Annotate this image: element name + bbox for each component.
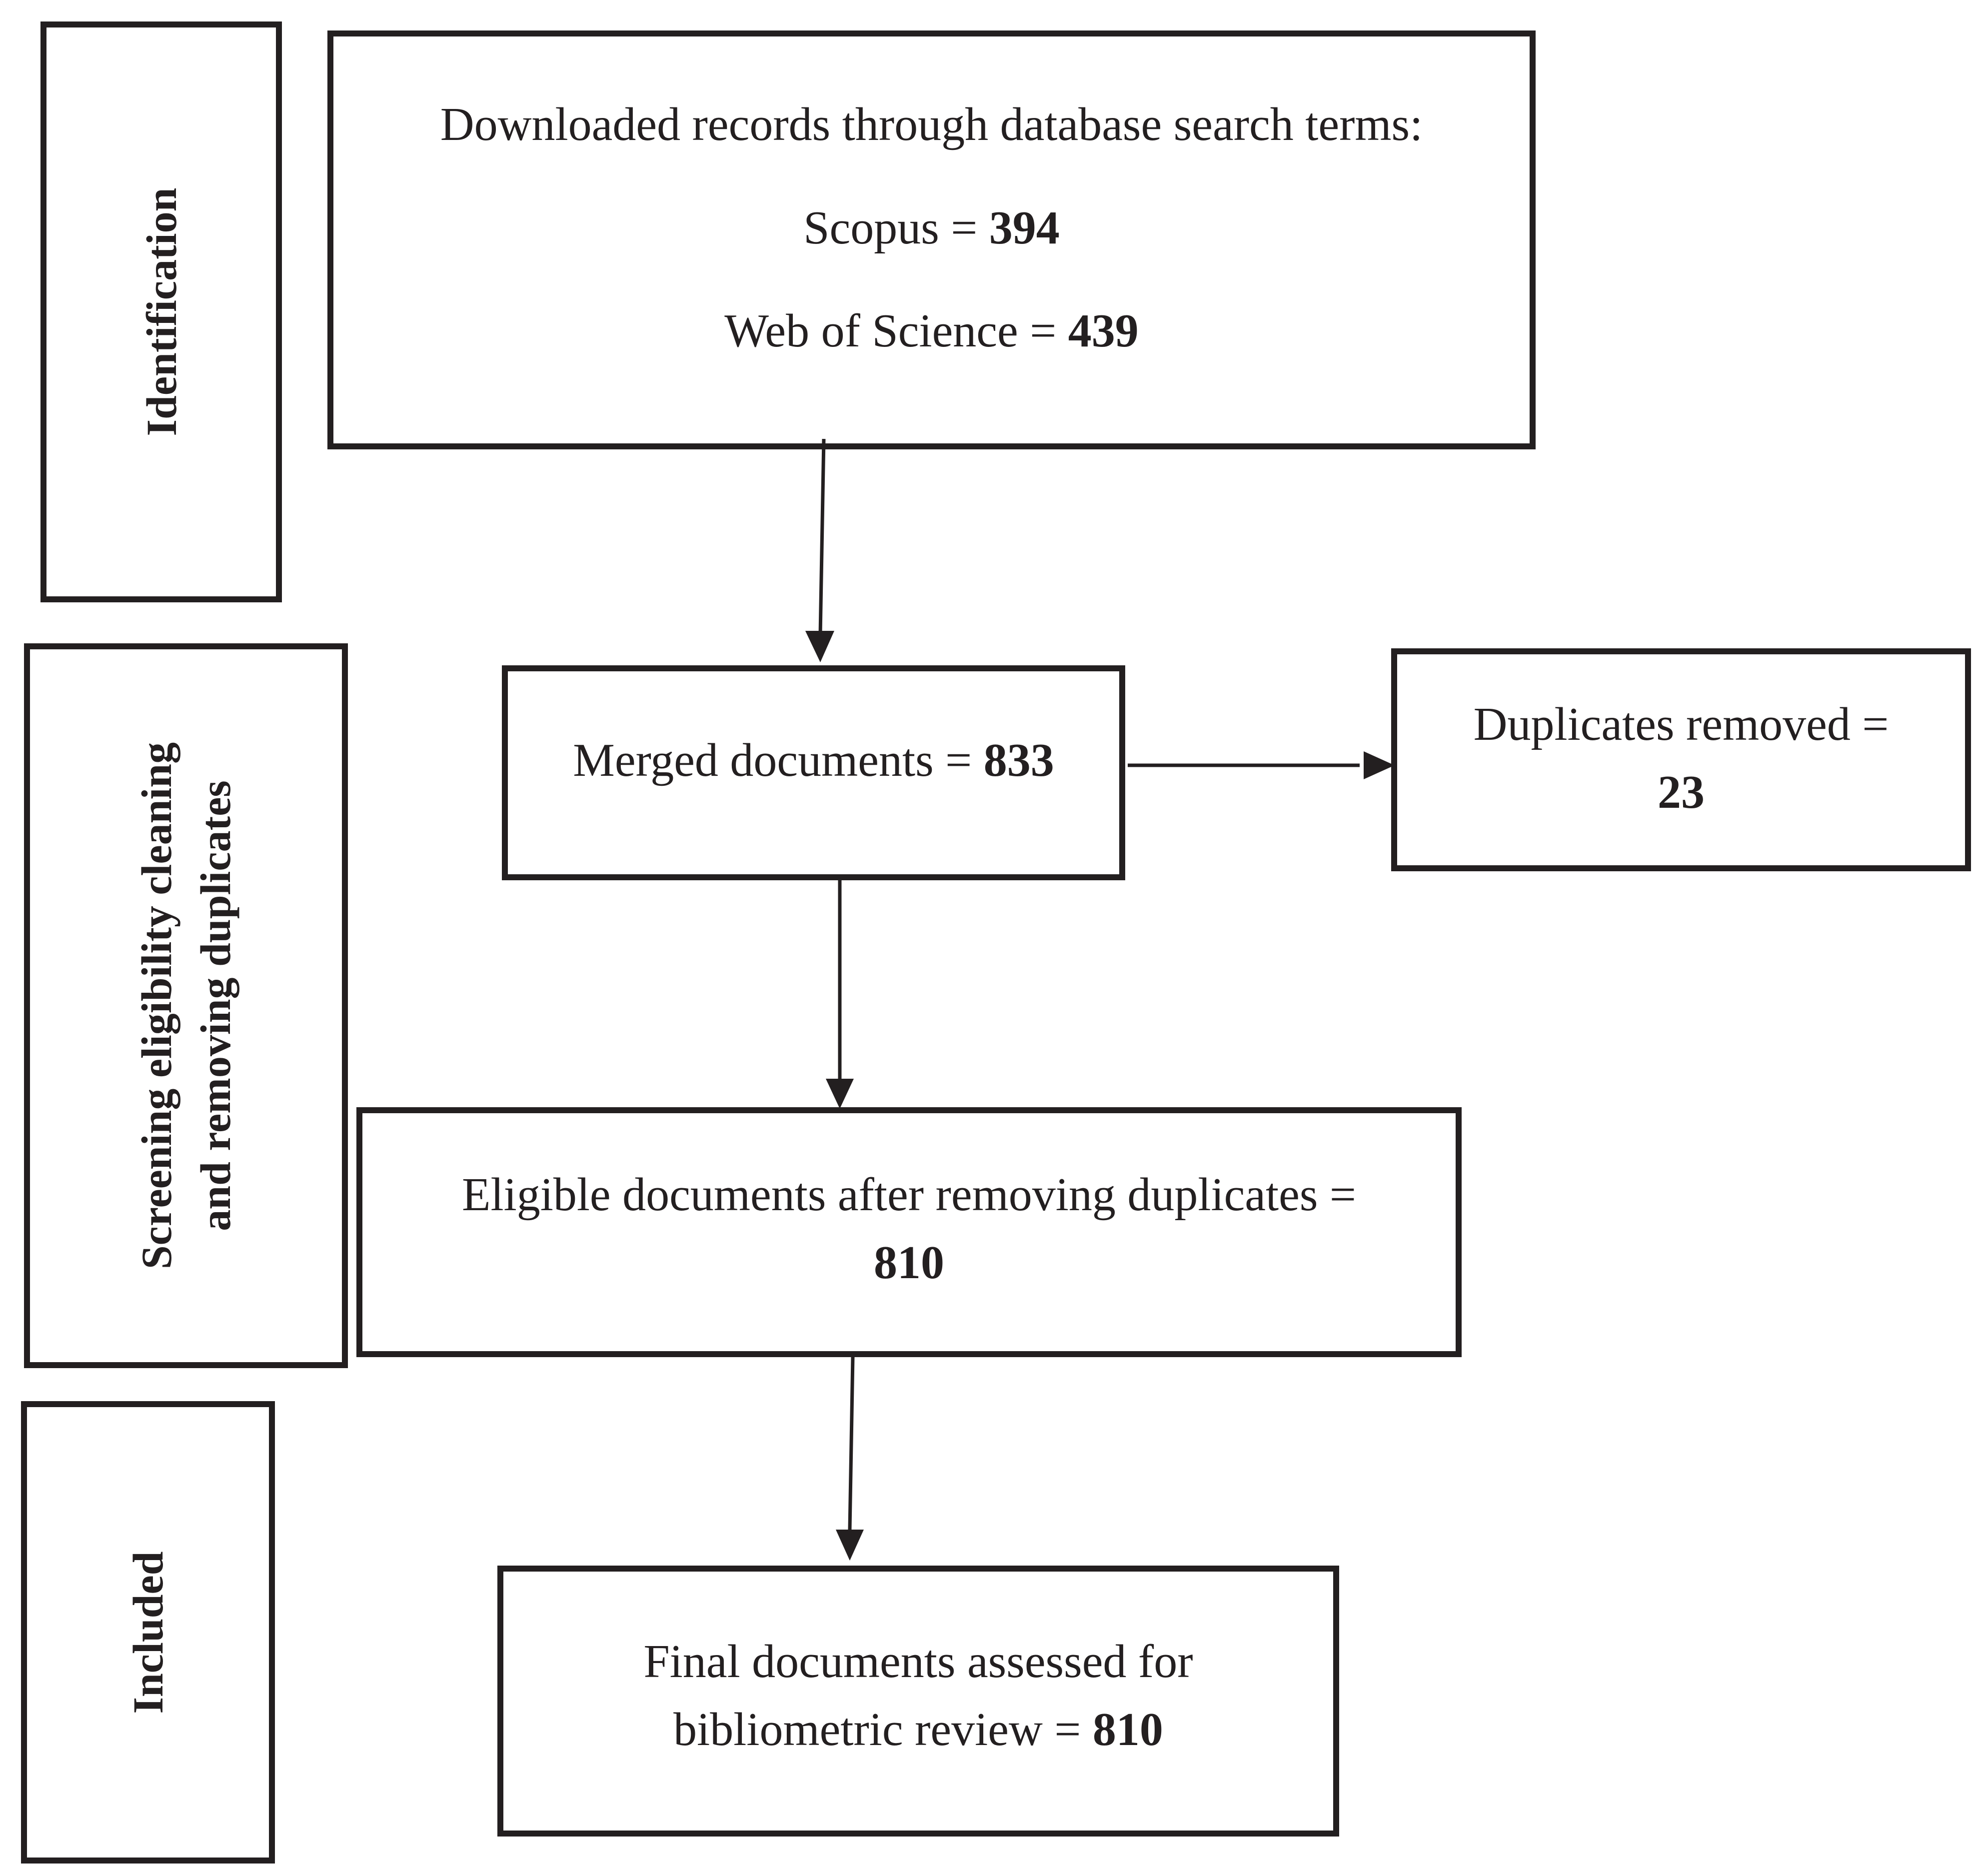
merged-count: 833	[983, 734, 1054, 786]
arrow-records-to-merged	[818, 438, 826, 635]
merged-box: Merged documents = 833	[502, 665, 1125, 880]
duplicates-count-line: 23	[1397, 758, 1965, 826]
records-box: Downloaded records through database sear…	[327, 30, 1536, 449]
eligible-count: 810	[874, 1237, 944, 1289]
arrowhead-merged-to-duplicates	[1364, 751, 1395, 779]
duplicates-label: Duplicates removed =	[1473, 698, 1889, 750]
stage-screening: Screening eligibility cleaning and remov…	[24, 643, 348, 1368]
final-line2: bibliometric review = 810	[503, 1696, 1333, 1764]
arrowhead-records-to-merged	[805, 631, 834, 662]
merged-line: Merged documents = 833	[508, 726, 1119, 794]
stage-included: Included	[21, 1401, 275, 1864]
arrow-eligible-to-final	[848, 1357, 855, 1530]
arrowhead-eligible-to-final	[836, 1530, 864, 1561]
eligible-label: Eligible documents after removing duplic…	[462, 1169, 1356, 1221]
eligible-count-line: 810	[362, 1229, 1456, 1297]
final-label: bibliometric review =	[673, 1704, 1093, 1756]
stage-identification: Identification	[40, 21, 282, 602]
scopus-line: Scopus = 394	[333, 194, 1530, 262]
scopus-label: Scopus =	[803, 202, 989, 254]
eligible-box: Eligible documents after removing duplic…	[356, 1107, 1462, 1357]
final-line1: Final documents assessed for	[643, 1636, 1193, 1688]
wos-line: Web of Science = 439	[333, 297, 1530, 365]
final-box: Final documents assessed for bibliometri…	[497, 1566, 1339, 1837]
final-count: 810	[1092, 1704, 1163, 1756]
duplicates-box: Duplicates removed = 23	[1391, 648, 1971, 871]
merged-label: Merged documents =	[573, 734, 984, 786]
wos-count: 439	[1068, 305, 1139, 357]
wos-label: Web of Science =	[724, 305, 1068, 357]
duplicates-count: 23	[1658, 766, 1705, 818]
arrowhead-merged-to-eligible	[826, 1079, 854, 1109]
records-heading: Downloaded records through database sear…	[440, 98, 1423, 150]
scopus-count: 394	[989, 202, 1060, 254]
